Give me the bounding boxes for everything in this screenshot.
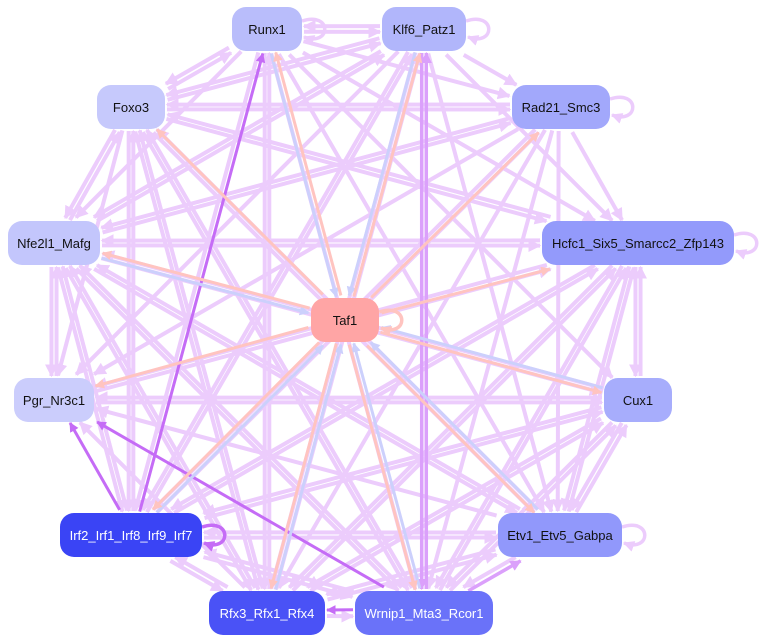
edge-etv1-to-cux1 bbox=[574, 423, 629, 514]
edge-etv1-to-nfe2l1 bbox=[95, 263, 521, 511]
self-loop-klf6 bbox=[465, 17, 491, 46]
edge-wrnip1-to-pgr bbox=[96, 420, 385, 589]
node-etv1[interactable]: Etv1_Etv5_Gabpa bbox=[498, 513, 622, 557]
edge-rad21-to-nfe2l1 bbox=[100, 116, 510, 231]
node-label: Foxo3 bbox=[112, 99, 150, 115]
edge-runx1-to-taf1 bbox=[269, 53, 339, 298]
edge-foxo3-to-hcfc1 bbox=[165, 117, 548, 225]
self-loop-irf2 bbox=[201, 523, 227, 552]
edge-wrnip1-to-taf1 bbox=[351, 342, 422, 589]
edge-cux1-to-taf1 bbox=[380, 325, 603, 390]
node-hcfc1[interactable]: Hcfc1_Six5_Smarcc2_Zfp143 bbox=[542, 221, 734, 265]
edge-nfe2l1-to-foxo3 bbox=[68, 130, 122, 222]
edge-taf1-to-cux1 bbox=[380, 330, 603, 395]
self-loop-taf1 bbox=[378, 308, 404, 337]
edge-nfe2l1-to-rfx3 bbox=[64, 267, 253, 592]
node-label: Rad21_Smc3 bbox=[521, 99, 601, 115]
node-runx1[interactable]: Runx1 bbox=[232, 7, 302, 51]
edge-foxo3-to-wrnip1 bbox=[141, 131, 410, 592]
node-label: Rfx3_Rfx1_Rfx4 bbox=[219, 605, 315, 621]
edge-taf1-to-irf2 bbox=[151, 341, 321, 511]
edge-klf6-to-taf1 bbox=[346, 52, 417, 297]
self-loop-rad21 bbox=[609, 95, 635, 124]
node-label: Pgr_Nr3c1 bbox=[22, 392, 86, 408]
edge-taf1-to-pgr bbox=[94, 326, 309, 389]
self-loops-layer bbox=[201, 17, 759, 552]
edge-rfx3-to-taf1 bbox=[274, 343, 344, 590]
edge-taf1-to-foxo3 bbox=[155, 128, 324, 296]
edge-taf1-to-klf6 bbox=[352, 52, 423, 297]
edge-rfx3-to-cux1 bbox=[309, 421, 605, 593]
node-pgr[interactable]: Pgr_Nr3c1 bbox=[14, 378, 94, 422]
edge-taf1-to-rad21 bbox=[370, 131, 540, 299]
node-label: Runx1 bbox=[248, 21, 286, 37]
edge-foxo3-to-nfe2l1 bbox=[63, 128, 117, 220]
edge-klf6-to-foxo3 bbox=[165, 36, 380, 99]
node-label: Wrnip1_Mta3_Rcor1 bbox=[364, 605, 484, 621]
edge-nfe2l1-to-taf1 bbox=[101, 256, 310, 316]
edge-etv1-to-taf1 bbox=[369, 341, 539, 511]
edge-foxo3-to-klf6 bbox=[167, 39, 382, 102]
node-wrnip1[interactable]: Wrnip1_Mta3_Rcor1 bbox=[355, 591, 493, 635]
node-rfx3[interactable]: Rfx3_Rfx1_Rfx4 bbox=[209, 591, 325, 635]
edge-irf2-to-taf1 bbox=[155, 344, 325, 514]
self-loop-runx1 bbox=[301, 17, 327, 46]
edge-taf1-to-rfx3 bbox=[268, 343, 338, 590]
node-foxo3[interactable]: Foxo3 bbox=[97, 85, 165, 129]
node-label: Cux1 bbox=[622, 392, 654, 408]
node-label: Nfe2l1_Mafg bbox=[17, 235, 91, 251]
edge-irf2-to-pgr bbox=[68, 422, 121, 511]
node-label: Irf2_Irf1_Irf8_Irf9_Irf7 bbox=[69, 527, 193, 543]
node-rad21[interactable]: Rad21_Smc3 bbox=[512, 85, 610, 129]
node-cux1[interactable]: Cux1 bbox=[604, 378, 672, 422]
edge-irf2-to-rfx3 bbox=[169, 559, 224, 593]
edge-nfe2l1-to-etv1 bbox=[93, 267, 519, 515]
node-irf2[interactable]: Irf2_Irf1_Irf8_Irf9_Irf7 bbox=[60, 513, 202, 557]
edge-rad21-to-hcfc1 bbox=[570, 131, 624, 222]
edge-runx1-to-irf2 bbox=[132, 51, 261, 512]
node-taf1[interactable]: Taf1 bbox=[311, 298, 379, 342]
edge-foxo3-to-runx1 bbox=[167, 51, 233, 91]
node-label: Etv1_Etv5_Gabpa bbox=[507, 527, 613, 543]
node-nfe2l1[interactable]: Nfe2l1_Mafg bbox=[8, 221, 100, 265]
edge-hcfc1-to-irf2 bbox=[170, 263, 596, 511]
edge-rfx3-to-foxo3 bbox=[136, 129, 265, 589]
edge-taf1-to-nfe2l1 bbox=[101, 250, 310, 310]
self-loop-etv1 bbox=[621, 523, 647, 552]
edge-irf2-to-nfe2l1 bbox=[59, 265, 129, 511]
edge-taf1-to-hcfc1 bbox=[381, 266, 551, 315]
edge-irf2-to-runx1 bbox=[138, 52, 266, 512]
edge-taf1-to-etv1 bbox=[366, 344, 536, 514]
edges-layer bbox=[45, 19, 647, 623]
edge-irf2-to-klf6 bbox=[145, 52, 414, 514]
edge-taf1-to-wrnip1 bbox=[347, 344, 418, 591]
node-klf6[interactable]: Klf6_Patz1 bbox=[382, 7, 466, 51]
edge-klf6-to-rad21 bbox=[462, 53, 518, 87]
edge-rad21-to-pgr bbox=[92, 127, 520, 376]
edge-irf2-to-cux1 bbox=[204, 408, 604, 520]
edge-taf1-to-runx1 bbox=[273, 51, 343, 296]
edge-foxo3-to-rfx3 bbox=[133, 131, 262, 591]
self-loop-hcfc1 bbox=[733, 231, 759, 260]
edge-wrnip1-to-etv1 bbox=[467, 559, 522, 593]
node-label: Taf1 bbox=[332, 312, 358, 328]
node-label: Hcfc1_Six5_Smarcc2_Zfp143 bbox=[552, 235, 724, 251]
edge-runx1-to-foxo3 bbox=[164, 45, 230, 86]
edge-etv1-to-wrnip1 bbox=[462, 555, 517, 589]
edge-wrnip1-to-foxo3 bbox=[145, 128, 414, 589]
node-label: Klf6_Patz1 bbox=[392, 21, 456, 37]
edge-irf2-to-hcfc1 bbox=[173, 267, 599, 515]
edge-nfe2l1-to-rad21 bbox=[102, 119, 512, 235]
